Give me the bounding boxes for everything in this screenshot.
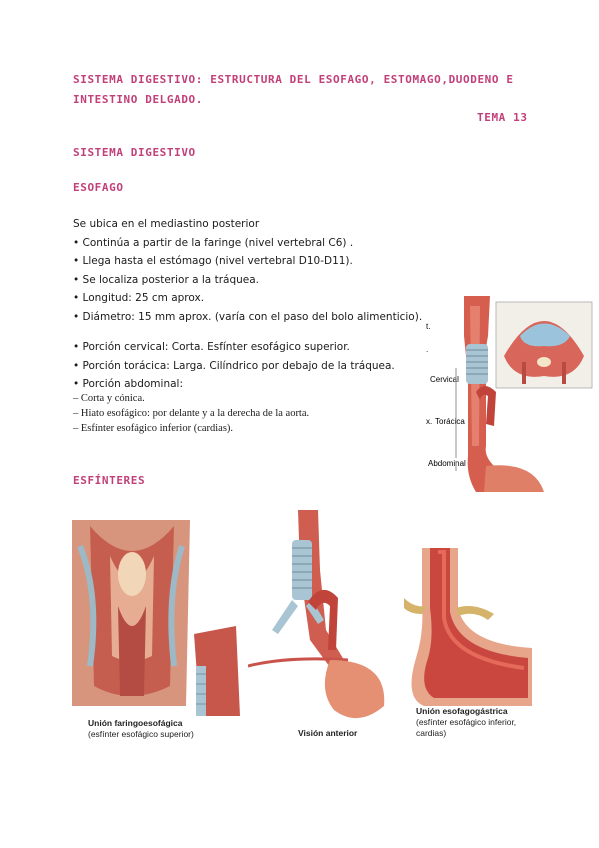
label-cervical: Cervical xyxy=(430,375,459,384)
bullet-item: • Porción abdominal: xyxy=(73,378,183,391)
caption-subtitle: (esfínter esofágico inferior, cardias) xyxy=(416,717,517,738)
esofago-portions: • Porción cervical: Corta. Esfínter esof… xyxy=(73,338,423,394)
svg-text:.: . xyxy=(426,345,428,354)
sub-item: – Esfínter esofágico inferior (cardias). xyxy=(73,422,234,434)
bullet-item: • Diámetro: 15 mm aprox. (varía con el p… xyxy=(73,310,423,323)
page-title-line-2: INTESTINO DELGADO. xyxy=(73,93,204,106)
sub-item: – Corta y cónica. xyxy=(73,393,145,404)
label-abdominal: Abdominal xyxy=(428,459,466,468)
bullet-item: • Longitud: 25 cm aprox. xyxy=(73,292,205,305)
esophagus-anatomy-figure: t. . Cervical x. Torácica Abdominal xyxy=(424,296,594,492)
anterior-view-figure: Visión anterior xyxy=(248,510,388,742)
caption-title: Visión anterior xyxy=(298,728,358,738)
label-toracica: Torácica xyxy=(435,417,465,426)
text-line: Se ubica en el mediastino posterior xyxy=(73,218,260,230)
esofago-description: Se ubica en el mediastino posterior • Co… xyxy=(73,215,423,327)
esophagogastric-junction-figure: Unión esofagogástrica (esfínter esofágic… xyxy=(404,548,544,738)
caption-subtitle: (esfínter esofágico superior) xyxy=(88,729,194,739)
section-heading-esofago: ESOFAGO xyxy=(73,181,124,194)
sub-item: – Hiato esofágico: por delante y a la de… xyxy=(73,407,310,419)
page-title-line-1: SISTEMA DIGESTIVO: ESTRUCTURA DEL ESOFAG… xyxy=(73,73,514,86)
bullet-item: • Se localiza posterior a la tráquea. xyxy=(73,273,259,286)
pharyngoesophageal-junction-figure: Unión faringoesofágica (esfínter esofági… xyxy=(70,516,246,748)
bullet-item: • Porción torácica: Larga. Cilíndrico po… xyxy=(73,359,395,372)
bullet-item: • Continúa a partir de la faringe (nivel… xyxy=(73,236,354,249)
abdominal-subitems: – Corta y cónica. – Hiato esofágico: por… xyxy=(73,392,423,436)
label-t: t. xyxy=(426,322,430,331)
bullet-item: • Porción cervical: Corta. Esfínter esof… xyxy=(73,341,350,353)
section-heading-esfinteres: ESFÍNTERES xyxy=(73,474,146,487)
label-x: x. xyxy=(426,417,432,426)
tema-label: TEMA 13 xyxy=(477,111,528,124)
section-heading-sistema-digestivo: SISTEMA DIGESTIVO xyxy=(73,146,196,159)
caption-title: Unión esofagogástrica xyxy=(416,706,508,716)
caption-title: Unión faringoesofágica xyxy=(88,718,183,728)
bullet-item: • Llega hasta el estómago (nivel vertebr… xyxy=(73,255,353,268)
